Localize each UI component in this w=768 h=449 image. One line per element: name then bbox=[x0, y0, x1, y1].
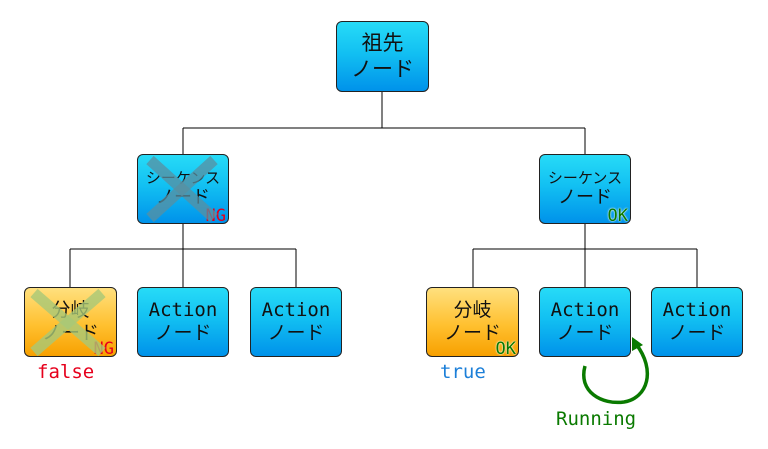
root-node-line2: ノード bbox=[351, 56, 414, 81]
sequence-node-left-status: NG bbox=[205, 206, 226, 226]
true-label: true bbox=[440, 361, 486, 383]
action-node-left-1-line2: ノード bbox=[154, 322, 212, 344]
action-node-right-2: Action ノード bbox=[651, 287, 743, 357]
branch-node-right-line1: 分岐 bbox=[453, 299, 492, 322]
action-node-right-2-line1: Action bbox=[662, 299, 732, 322]
root-node-line1: 祖先 bbox=[361, 31, 404, 56]
action-node-left-2: Action ノード bbox=[250, 287, 342, 357]
sequence-node-right: シーケンス ノード OK bbox=[539, 154, 631, 226]
action-node-left-1-line1: Action bbox=[148, 299, 218, 322]
running-label: Running bbox=[556, 408, 637, 430]
branch-node-left-status: NG bbox=[93, 339, 114, 359]
action-node-left-2-line2: ノード bbox=[267, 322, 325, 344]
action-node-right-1: Action ノード bbox=[539, 287, 631, 357]
branch-node-right-line2: ノード bbox=[443, 322, 501, 344]
sequence-node-left: シーケンス ノード NG bbox=[137, 154, 229, 226]
root-node: 祖先 ノード bbox=[336, 21, 429, 92]
sequence-node-left-line1: シーケンス bbox=[145, 169, 221, 188]
action-node-right-2-line2: ノード bbox=[668, 322, 726, 344]
sequence-node-right-line1: シーケンス bbox=[547, 169, 623, 188]
branch-node-right: 分岐 ノード OK bbox=[426, 287, 519, 359]
false-label: false bbox=[37, 361, 95, 383]
sequence-node-left-line2: ノード bbox=[156, 187, 210, 209]
branch-node-left-line2: ノード bbox=[41, 322, 99, 344]
branch-node-left-line1: 分岐 bbox=[51, 299, 90, 322]
sequence-node-right-line2: ノード bbox=[558, 187, 612, 209]
sequence-node-right-status: OK bbox=[607, 206, 628, 226]
action-node-right-1-line1: Action bbox=[550, 299, 620, 322]
action-node-left-1: Action ノード bbox=[137, 287, 229, 357]
branch-node-right-status: OK bbox=[495, 339, 516, 359]
branch-node-left: 分岐 ノード NG bbox=[24, 287, 117, 359]
action-node-right-1-line2: ノード bbox=[556, 322, 614, 344]
action-node-left-2-line1: Action bbox=[261, 299, 331, 322]
